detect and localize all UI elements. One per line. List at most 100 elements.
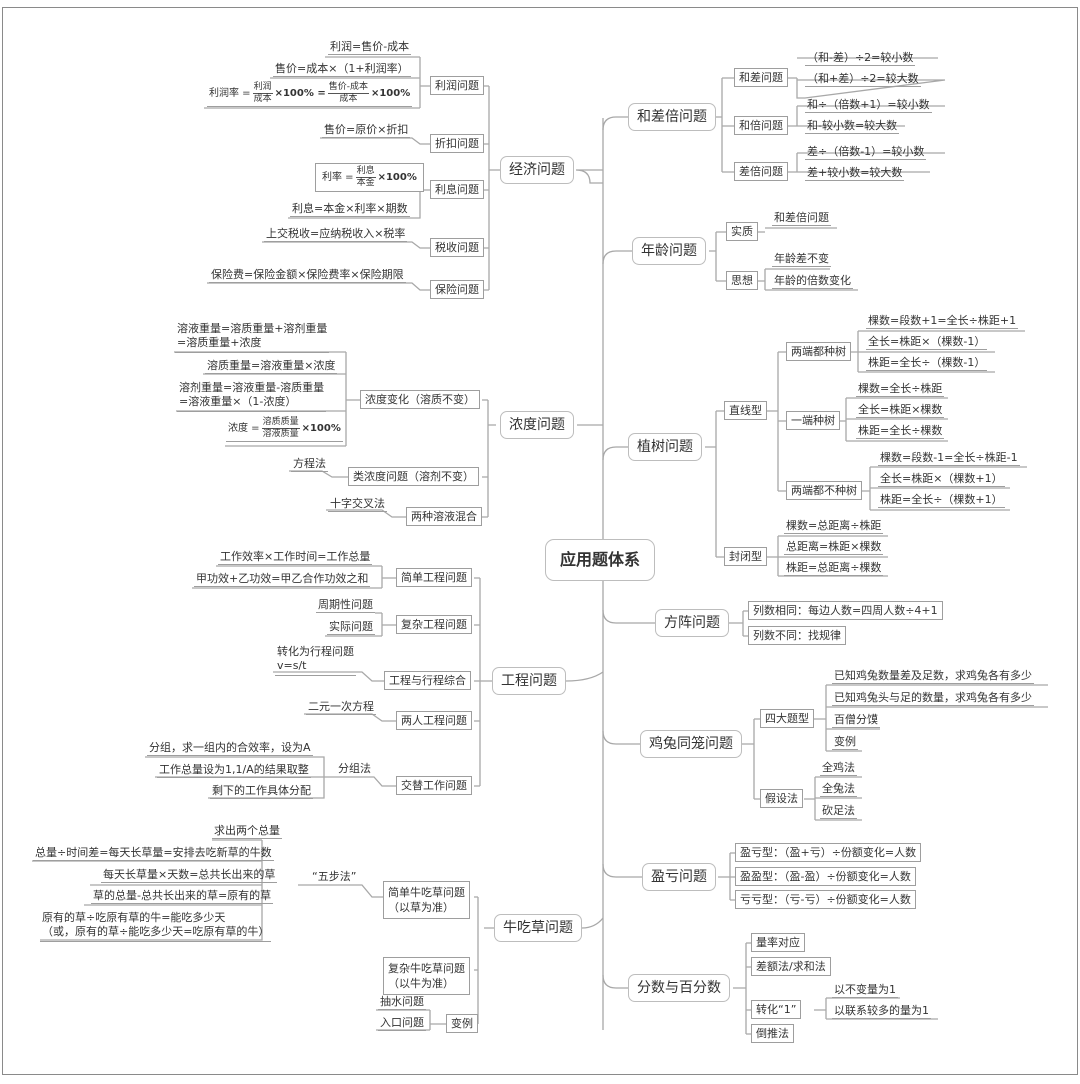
leaf: 已知鸡兔头与足的数量，求鸡兔各有多少 bbox=[832, 691, 1034, 706]
node-concentration[interactable]: 浓度问题 bbox=[500, 411, 574, 439]
node-interest[interactable]: 利息问题 bbox=[430, 180, 484, 199]
leaf: 抽水问题 bbox=[378, 995, 426, 1010]
node-discount[interactable]: 折扣问题 bbox=[430, 134, 484, 153]
node-difference-method[interactable]: 差额法/求和法 bbox=[751, 957, 831, 976]
leaf: 棵数=段数+1=全长÷株距+1 bbox=[866, 314, 1019, 329]
leaf: 全长=株距×棵数 bbox=[856, 403, 945, 418]
node-two-person-engineering[interactable]: 两人工程问题 bbox=[396, 711, 472, 730]
node-essence[interactable]: 实质 bbox=[726, 222, 758, 241]
leaf: 已知鸡兔数量差及足数，求鸡兔各有多少 bbox=[832, 669, 1034, 684]
leaf: 棵数=段数-1=全长÷株距-1 bbox=[878, 451, 1020, 466]
leaf: 全长=株距×（棵数-1） bbox=[866, 335, 988, 350]
leaf: 甲功效+乙功效=甲乙合作功效之和 bbox=[194, 572, 371, 587]
leaf: 上交税收=应纳税收入×税率 bbox=[264, 227, 408, 242]
node-profit-loss[interactable]: 盈亏问题 bbox=[642, 863, 716, 891]
leaf: 溶剂重量=溶液重量-溶质重量 =溶液重量×（1-浓度） bbox=[177, 381, 327, 412]
node-complex-engineering[interactable]: 复杂工程问题 bbox=[396, 615, 472, 634]
leaf: 剩下的工作具体分配 bbox=[210, 784, 313, 799]
node-convert-one[interactable]: 转化“1” bbox=[751, 1000, 802, 1019]
node-economy[interactable]: 经济问题 bbox=[500, 156, 574, 184]
node-square-array[interactable]: 方阵问题 bbox=[655, 609, 729, 637]
node-idea[interactable]: 思想 bbox=[726, 271, 758, 290]
node-engineering[interactable]: 工程问题 bbox=[492, 667, 566, 695]
concentration-formula: 浓度 = 溶质质量溶液质量 ×100% bbox=[226, 418, 343, 442]
node-cattle-grass[interactable]: 牛吃草问题 bbox=[494, 914, 582, 942]
node-sum-diff[interactable]: 和差问题 bbox=[734, 68, 788, 87]
leaf: 总量÷时间差=每天长草量=安排去吃新草的牛数 bbox=[33, 846, 274, 861]
node-straight-line[interactable]: 直线型 bbox=[724, 401, 767, 420]
node-alternating-work[interactable]: 交替工作问题 bbox=[396, 776, 472, 795]
root-node[interactable]: 应用题体系 bbox=[545, 539, 656, 581]
node-quantity-rate[interactable]: 量率对应 bbox=[751, 933, 805, 952]
node-engineering-travel[interactable]: 工程与行程综合 bbox=[384, 671, 471, 690]
node-sum-diff-multiple[interactable]: 和差倍问题 bbox=[628, 103, 716, 131]
node-simple-engineering[interactable]: 简单工程问题 bbox=[396, 568, 472, 587]
image-frame bbox=[2, 7, 1078, 1075]
node-diff-multiple[interactable]: 差倍问题 bbox=[734, 162, 788, 181]
node-tree-planting[interactable]: 植树问题 bbox=[628, 433, 702, 461]
node-no-ends[interactable]: 两端都不种树 bbox=[786, 481, 862, 500]
profit-rate-formula: 利润率 = 利润成本 ×100% = 售价-成本成本 ×100% bbox=[207, 83, 413, 107]
leaf: 分组，求一组内的合效率，设为A bbox=[147, 741, 313, 756]
node-chicken-rabbit[interactable]: 鸡兔同笼问题 bbox=[640, 730, 742, 758]
leaf: 转化为行程问题 v=s/t bbox=[275, 645, 356, 676]
node-loss-loss-type[interactable]: 亏亏型：（亏-亏）÷份额变化=人数 bbox=[735, 890, 916, 909]
leaf: 以联系较多的量为1 bbox=[832, 1004, 931, 1019]
leaf: 草的总量-总共长出来的草=原有的草 bbox=[91, 889, 274, 904]
leaf: 售价=成本×（1+利润率） bbox=[273, 62, 411, 77]
five-step-method-label: “五步法” bbox=[312, 870, 357, 883]
leaf: 利润=售价-成本 bbox=[328, 40, 412, 55]
leaf: 全鸡法 bbox=[820, 761, 857, 776]
node-assumption[interactable]: 假设法 bbox=[760, 789, 803, 808]
node-tax[interactable]: 税收问题 bbox=[430, 238, 484, 257]
node-profit[interactable]: 利润问题 bbox=[430, 76, 484, 95]
leaf: 砍足法 bbox=[820, 804, 857, 819]
node-insurance[interactable]: 保险问题 bbox=[430, 280, 484, 299]
leaf: 全兔法 bbox=[820, 782, 857, 797]
leaf: 变例 bbox=[832, 735, 858, 750]
leaf: 差÷（倍数-1）=较小数 bbox=[805, 145, 927, 160]
node-cattle-variant[interactable]: 变例 bbox=[446, 1014, 478, 1033]
node-age[interactable]: 年龄问题 bbox=[632, 237, 706, 265]
leaf: 工作总量设为1,1/A的结果取整 bbox=[157, 763, 311, 778]
interest-rate-formula: 利率 = 利息本金 ×100% bbox=[315, 163, 424, 192]
node-two-solutions[interactable]: 两种溶液混合 bbox=[406, 507, 482, 526]
node-profit-profit-type[interactable]: 盈盈型：（盈-盈）÷份额变化=人数 bbox=[735, 867, 916, 886]
node-profit-loss-type[interactable]: 盈亏型：（盈+亏）÷份额变化=人数 bbox=[735, 843, 922, 862]
node-sum-multiple[interactable]: 和倍问题 bbox=[734, 116, 788, 135]
node-one-end[interactable]: 一端种树 bbox=[786, 411, 840, 430]
leaf: （和+差）÷2=较大数 bbox=[805, 72, 921, 87]
leaf: 实际问题 bbox=[327, 620, 375, 635]
node-concentration-change[interactable]: 浓度变化（溶质不变） bbox=[360, 390, 480, 409]
node-similar-concentration[interactable]: 类浓度问题（溶剂不变） bbox=[348, 467, 479, 486]
leaf: 工作效率×工作时间=工作总量 bbox=[218, 550, 373, 565]
leaf: 和-较小数=较大数 bbox=[805, 119, 900, 134]
node-fractions[interactable]: 分数与百分数 bbox=[628, 974, 730, 1002]
node-same-columns[interactable]: 列数相同：每边人数=四周人数÷4+1 bbox=[748, 601, 943, 620]
grouping-method-label: 分组法 bbox=[338, 762, 371, 775]
leaf: 二元一次方程 bbox=[306, 700, 376, 715]
leaf: 周期性问题 bbox=[316, 598, 375, 613]
leaf: 和差倍问题 bbox=[772, 211, 831, 226]
leaf: 年龄差不变 bbox=[772, 252, 831, 267]
leaf: 总距离=株距×棵数 bbox=[784, 540, 884, 555]
leaf: 原有的草÷吃原有草的牛=能吃多少天 （或，原有的草÷能吃多少天=吃原有草的牛） bbox=[40, 911, 272, 942]
leaf: 株距=全长÷（棵数+1） bbox=[878, 493, 1005, 508]
leaf: 溶质重量=溶液重量×浓度 bbox=[205, 359, 338, 374]
node-diff-columns[interactable]: 列数不同：找规律 bbox=[748, 626, 846, 645]
leaf: 以不变量为1 bbox=[832, 983, 898, 998]
leaf: 保险费=保险金额×保险费率×保险期限 bbox=[209, 268, 406, 283]
node-four-types[interactable]: 四大题型 bbox=[760, 709, 814, 728]
leaf: 差+较小数=较大数 bbox=[805, 166, 905, 181]
node-backward[interactable]: 倒推法 bbox=[751, 1024, 794, 1043]
node-both-ends[interactable]: 两端都种树 bbox=[786, 342, 851, 361]
leaf: 和÷（倍数+1）=较小数 bbox=[805, 98, 932, 113]
leaf: 棵数=总距离÷株距 bbox=[784, 519, 884, 534]
leaf: 利息=本金×利率×期数 bbox=[290, 202, 410, 217]
leaf: 求出两个总量 bbox=[212, 824, 282, 839]
node-closed[interactable]: 封闭型 bbox=[724, 547, 767, 566]
node-simple-cattle[interactable]: 简单牛吃草问题 （以草为准） bbox=[383, 881, 470, 919]
node-complex-cattle[interactable]: 复杂牛吃草问题 （以牛为准） bbox=[383, 957, 470, 995]
leaf: 入口问题 bbox=[378, 1016, 426, 1031]
leaf: 方程法 bbox=[291, 457, 328, 472]
